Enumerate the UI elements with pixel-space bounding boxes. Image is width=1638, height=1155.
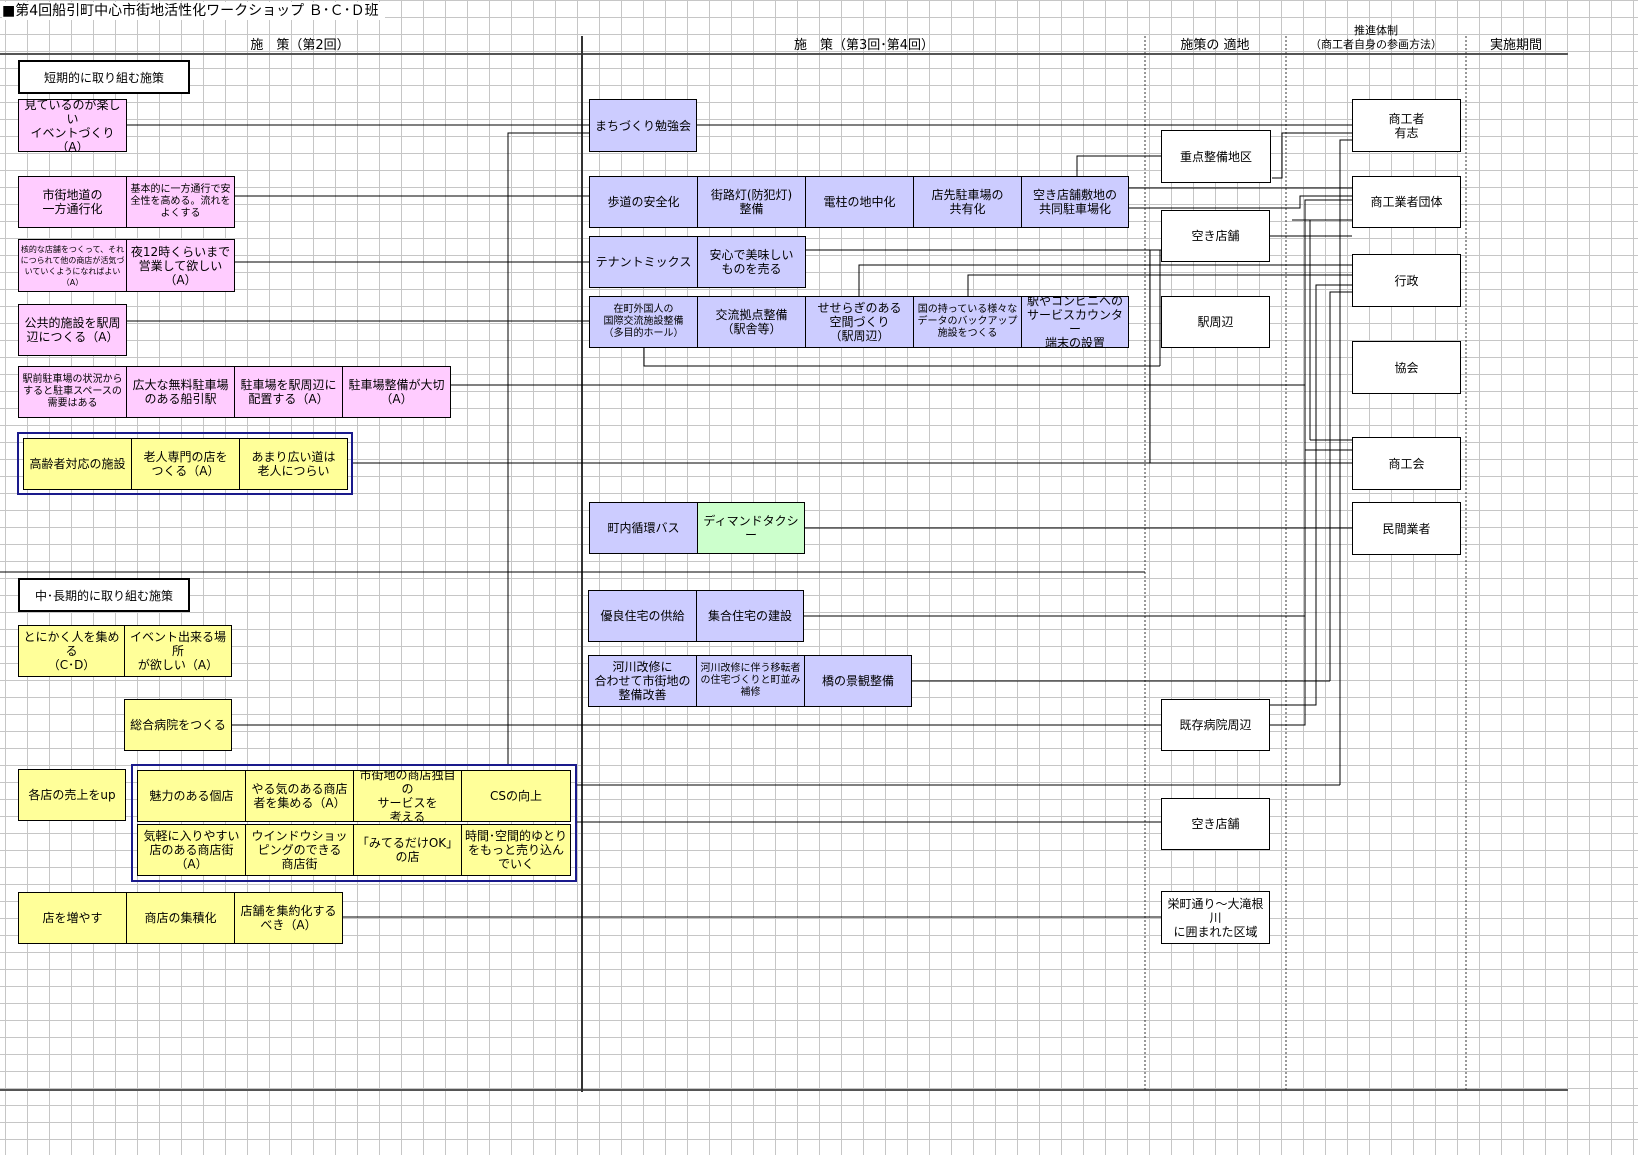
measure-event: 見ているのが楽しい イベントづくり （A） [18, 99, 127, 152]
measure-relocation-housing: 河川改修に伴う移転者の住宅づくりと町並み補修 [696, 655, 805, 707]
measure-exchange-hub: 交流拠点整備 （駅舎等） [697, 296, 806, 348]
group-elderly [17, 432, 353, 495]
measure-study-group: まちづくり勉強会 [589, 99, 697, 152]
section-long-term: 中･長期的に取り組む施策 [18, 578, 190, 612]
header-col3: 施策の 適地 [1180, 38, 1250, 53]
site-vacant-store-2: 空き店舗 [1161, 798, 1270, 850]
measure-sales-up: 各店の売上をup [18, 769, 126, 821]
measure-shop-cluster: 商店の集積化 [126, 892, 235, 944]
measure-elderly-facility: 高齢者対応の施設 [23, 438, 132, 490]
measure-loop-bus: 町内循環バス [589, 502, 698, 554]
measure-river-renewal: 河川改修に 合わせて市街地の 整備改善 [588, 655, 697, 707]
measure-gather-people: とにかく人を集める （C･D） [18, 625, 125, 677]
measure-safe-food: 安心で美味しい ものを売る [697, 236, 806, 288]
measure-service-counter: 駅やコンビニへの サービスカウンター 端末の設置 [1021, 296, 1129, 348]
measure-data-backup: 国の持っている様々なデータのバックアップ施設をつくる [913, 296, 1022, 348]
measure-elderly-shop: 老人専門の店を つくる（A） [131, 438, 240, 490]
measure-more-shops: 店を増やす [18, 892, 127, 944]
measure-relaxed-space: 時間･空間的ゆとりをもっと売り込んでいく [461, 824, 571, 876]
measure-international-hall: 在町外国人の 国際交流施設整備 （多目的ホール） [589, 296, 698, 348]
measure-demand-taxi: ディマンドタクシー [697, 502, 805, 554]
measure-parking-demand: 駅前駐車場の状況からすると駐車スペースの需要はある [18, 366, 127, 418]
actor-chamber-of-commerce: 商工会 [1352, 437, 1461, 490]
actor-merchant-volunteers: 商工者 有志 [1352, 99, 1461, 152]
measure-quality-housing: 優良住宅の供給 [588, 590, 697, 642]
measure-anchor-store: 核的な店舗をつくって、それにつられて他の商店が活気づいていくようになればよい（A… [18, 239, 127, 292]
measure-stream-space: せせらぎのある 空間づくり （駅周辺） [805, 296, 914, 348]
site-sakaemachi-area: 栄町通り～大滝根川 に囲まれた区域 [1161, 891, 1270, 944]
measure-just-looking: 「みてるだけOK」の店 [353, 824, 462, 876]
header-col1: 施 策（第2回） [250, 38, 350, 53]
site-hospital-area: 既存病院周辺 [1161, 699, 1270, 751]
site-station-area: 駅周辺 [1161, 296, 1270, 348]
measure-parking-important: 駐車場整備が大切 （A） [342, 366, 451, 418]
measure-vacant-parking: 空き店舗敷地の 共同駐車場化 [1021, 176, 1129, 228]
measure-bridge: 橋の景観整備 [804, 655, 912, 707]
measure-consolidate: 店舗を集約化する べき（A） [234, 892, 343, 944]
measure-one-way-detail: 基本的に一方通行で安全性を高める。流れをよくする [126, 176, 235, 228]
measure-underground-poles: 電柱の地中化 [805, 176, 914, 228]
measure-cs-improve: CSの向上 [461, 770, 571, 822]
section-short-term: 短期的に取り組む施策 [18, 60, 190, 94]
measure-streetlight: 街路灯(防犯灯) 整備 [697, 176, 806, 228]
measure-motivated-owners: やる気のある商店者を集める（A） [245, 770, 354, 822]
measure-window-shopping: ウインドウショッピングのできる 商店街 [245, 824, 354, 876]
measure-free-parking: 広大な無料駐車場のある船引駅 [126, 366, 235, 418]
group-shops [131, 764, 577, 882]
actor-private-companies: 民間業者 [1352, 502, 1461, 555]
measure-sidewalk: 歩道の安全化 [589, 176, 698, 228]
measure-hospital: 総合病院をつくる [124, 699, 232, 751]
measure-attractive-shop: 魅力のある個店 [137, 770, 246, 822]
actor-government: 行政 [1352, 254, 1461, 307]
measure-tenant-mix: テナントミックス [589, 236, 698, 288]
measure-parking-station: 駐車場を駅周辺に配置する（A） [234, 366, 343, 418]
measure-event-place: イベント出来る場所 が欲しい（A） [124, 625, 232, 677]
measure-apartment: 集合住宅の建設 [696, 590, 804, 642]
header-col4-line1: 推進体制 [1354, 24, 1398, 37]
page-title: ■第4回船引町中心市街地活性化ワークショップ Ｂ･Ｃ･Ｄ班 [2, 2, 385, 20]
header-col2: 施 策（第3回･第4回） [793, 38, 935, 53]
site-priority-area: 重点整備地区 [1161, 130, 1271, 183]
measure-shared-parking: 店先駐車場の 共有化 [913, 176, 1022, 228]
measure-late-hours: 夜12時くらいまで営業して欲しい（A） [126, 239, 235, 292]
measure-public-facility: 公共的施設を駅周辺につくる（A） [18, 304, 127, 356]
measure-easy-entry: 気軽に入りやすい店のある商店街（A） [137, 824, 246, 876]
header-col4-line2: （商工者自身の参画方法） [1310, 38, 1442, 51]
measure-narrow-road: あまり広い道は 老人につらい [239, 438, 348, 490]
site-vacant-store-1: 空き店舗 [1161, 210, 1270, 262]
measure-one-way: 市街地道の 一方通行化 [18, 176, 127, 228]
actor-association: 協会 [1352, 341, 1461, 394]
header-col5: 実施期間 [1489, 38, 1542, 53]
actor-business-groups: 商工業者団体 [1352, 176, 1461, 228]
measure-unique-service: 市街地の商店独自の サービスを 考える [353, 770, 462, 822]
